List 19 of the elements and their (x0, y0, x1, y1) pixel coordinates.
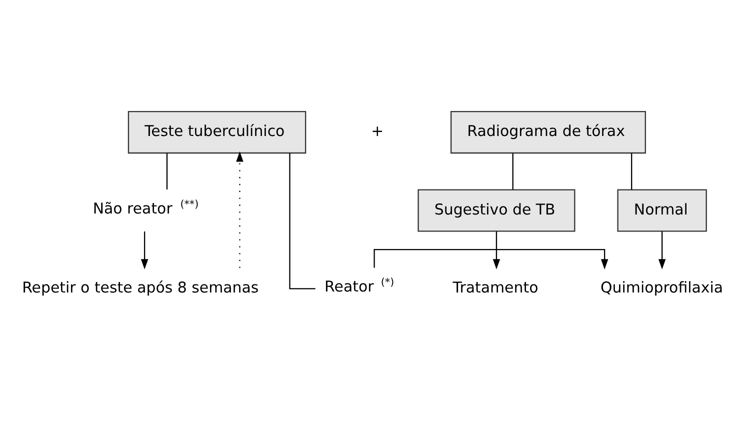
node-text: Quimioprofilaxia (600, 278, 724, 297)
node-text: Repetir o teste após 8 semanas (22, 278, 259, 297)
connector (631, 153, 632, 190)
connector (289, 153, 316, 290)
label: + (371, 122, 384, 140)
node-box: Teste tuberculínico (128, 111, 306, 154)
connector (166, 153, 168, 190)
node-text: Não reator $^{(**)}$ (92, 198, 199, 218)
node-box: Normal (617, 189, 707, 232)
arrow (492, 231, 500, 270)
arrow (374, 249, 608, 270)
arrow (140, 231, 148, 270)
node-box: Radiograma de tórax (450, 111, 646, 154)
connector (512, 153, 514, 190)
node-text: Reator $^{(*)}$ (324, 276, 394, 296)
arrow (236, 151, 244, 268)
arrow (658, 231, 666, 270)
node-box: Sugestivo de TB (418, 189, 576, 232)
node-text: Tratamento (452, 278, 538, 297)
